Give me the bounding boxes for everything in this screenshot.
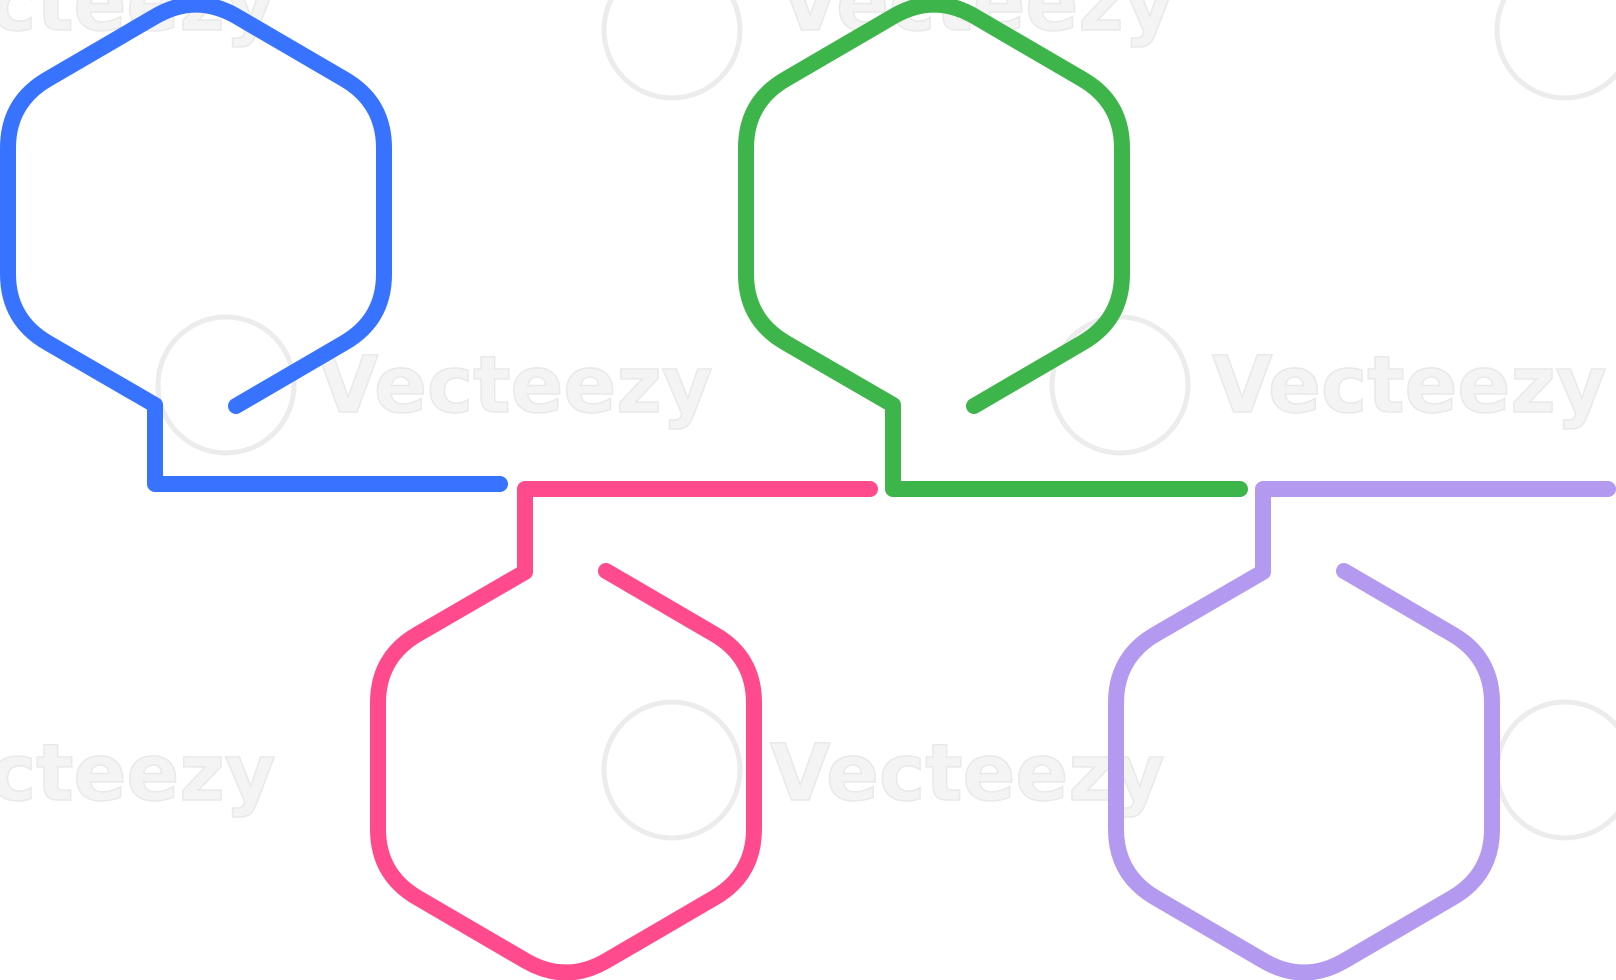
hexagon-step-4 <box>1108 481 1616 980</box>
watermark-layer: cteezy Vecteezy Vecteezy Vecteezy cteezy… <box>0 0 1616 841</box>
hexagon-step-3 <box>738 0 1248 497</box>
watermark-text: cteezy <box>0 729 276 819</box>
watermark-text: Vecteezy <box>318 341 713 431</box>
hexagon-step-2 <box>370 481 878 980</box>
watermark-text: Vecteezy <box>770 729 1165 819</box>
hexagon-step-1 <box>0 0 508 492</box>
watermark-text: Vecteezy <box>1212 341 1607 431</box>
watermark-logo-icon <box>155 0 1616 841</box>
